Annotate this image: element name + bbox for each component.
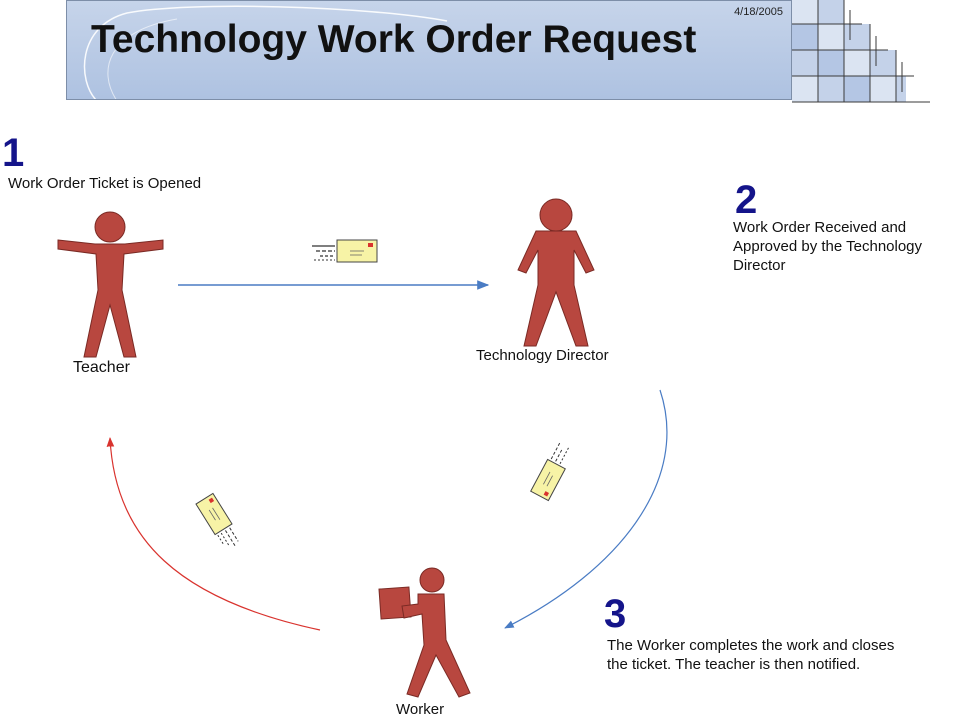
step-1-number: 1 (2, 131, 25, 175)
step-1-text: Work Order Ticket is Opened (8, 175, 202, 192)
page-title: Technology Work Order Request (91, 18, 697, 61)
banner-swoosh (83, 5, 448, 99)
worker-label: Worker (396, 701, 445, 718)
director-figure (517, 198, 595, 347)
arrow-worker-to-teacher (106, 437, 321, 631)
decorative-grid (792, 0, 930, 103)
step-2-text: Work Order Received and Approved by the … (733, 219, 923, 274)
arrow-director-to-worker (504, 389, 668, 629)
banner-date: 4/18/2005 (734, 6, 783, 18)
ticket-icon-3 (195, 492, 239, 548)
step-2-number: 2 (735, 178, 758, 222)
teacher-figure (57, 211, 164, 358)
step-3-number: 3 (604, 592, 627, 636)
director-label: Technology Director (476, 347, 609, 364)
ticket-icon-2 (530, 442, 570, 502)
teacher-label: Teacher (73, 359, 130, 376)
ticket-icon-1 (312, 239, 378, 263)
step-3-text: The Worker completes the work and closes… (607, 637, 895, 673)
title-banner: Technology Work Order Request 4/18/2005 (66, 0, 792, 100)
worker-figure (378, 567, 471, 698)
